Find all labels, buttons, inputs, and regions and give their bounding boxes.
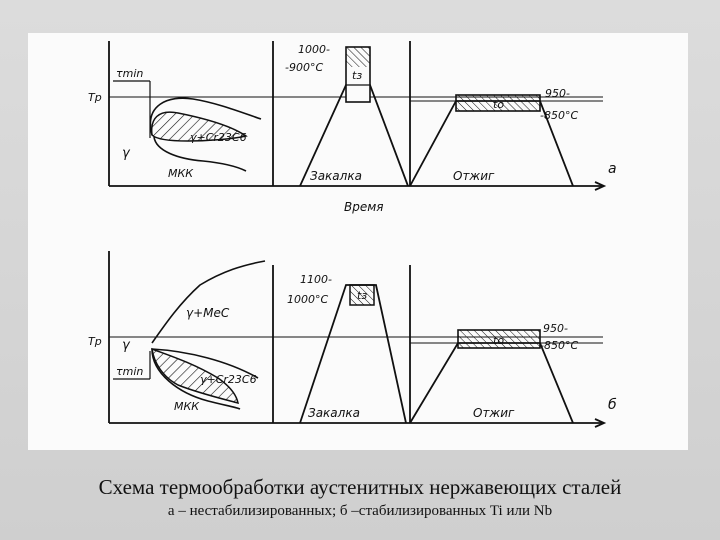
- panel-b-mec-label: γ+МеС: [186, 306, 230, 320]
- panel-a-gamma-label: γ: [122, 146, 131, 161]
- panel-b-carbide-region: [151, 347, 239, 405]
- panel-a-anneal-temp-2: -850°С: [540, 109, 578, 122]
- panel-b-inner-curve: [151, 348, 241, 410]
- caption: Схема термообработки аустенитных нержаве…: [0, 474, 720, 522]
- panel-b-phase-label: γ+Cr23C6: [200, 373, 257, 386]
- panel-b-quench-temp-2: 1000°С: [287, 293, 328, 306]
- panel-a-labels: Тр τmin γ γ+Cr23C6 МКК 1000- -900°С tз З…: [88, 43, 617, 214]
- panel-a-x-arrow: [594, 181, 607, 191]
- panel-a-anneal-label: Отжиг: [453, 169, 495, 183]
- panel-b-outer-curve: [151, 348, 259, 379]
- panel-b-x-arrow: [594, 418, 607, 428]
- caption-title: Схема термообработки аустенитных нержаве…: [98, 475, 622, 499]
- panel-a-inner-curve: [153, 136, 247, 172]
- panel-b-mkk-label: МКК: [174, 400, 200, 413]
- panel-a: [108, 41, 607, 191]
- panel-b-quench-label: Закалка: [308, 406, 360, 420]
- panel-a-letter: а: [608, 161, 617, 177]
- panel-b-quench-box: [349, 284, 375, 306]
- panel-a-outer-curve: [149, 97, 262, 136]
- time-axis-label: Время: [344, 200, 384, 214]
- panel-a-quench-temp-2: -900°С: [285, 61, 323, 74]
- panel-b-quench-hold: tз: [357, 289, 367, 302]
- panel-b-tr-label: Тр: [88, 335, 102, 348]
- panel-b-anneal-hold: tо: [493, 334, 504, 347]
- panel-b-letter: б: [608, 397, 617, 413]
- panel-b: [108, 251, 607, 428]
- panel-b-tmin-label: τmin: [116, 365, 143, 378]
- panel-a-anneal-box: [455, 94, 541, 112]
- panel-b-anneal-box: [457, 329, 541, 349]
- panel-b-anneal-temp-2: -850°С: [540, 339, 578, 352]
- panel-a-phase-label: γ+Cr23C6: [190, 131, 247, 144]
- panel-a-mkk-label: МКК: [168, 167, 194, 180]
- panel-a-quench-label: Закалка: [310, 169, 362, 183]
- panel-a-tmin-label: τmin: [116, 67, 143, 80]
- panel-a-quench-temp-1: 1000-: [298, 43, 330, 56]
- panel-a-carbide-region: [150, 111, 248, 142]
- panel-a-quench-hold: tз: [352, 69, 362, 82]
- panel-b-quench-temp-1: 1100-: [300, 273, 332, 286]
- panel-b-gamma-label: γ: [122, 338, 131, 353]
- panel-b-anneal-label: Отжиг: [473, 406, 515, 420]
- panel-a-anneal-hold: tо: [493, 98, 504, 111]
- panel-b-mec-curve: [151, 260, 266, 344]
- caption-subtitle: а – нестабилизированных; б –стабилизиров…: [167, 503, 553, 519]
- panel-a-anneal-temp-1: 950-: [545, 87, 570, 100]
- heat-treatment-diagram: Тр τmin γ γ+Cr23C6 МКК 1000- -900°С tз З…: [28, 33, 688, 450]
- panel-a-tr-label: Тр: [88, 91, 102, 104]
- panel-b-anneal-temp-1: 950-: [543, 322, 568, 335]
- panel-b-labels: Тр τmin γ γ+МеС γ+Cr23C6 МКК 1100- 1000°…: [88, 273, 617, 420]
